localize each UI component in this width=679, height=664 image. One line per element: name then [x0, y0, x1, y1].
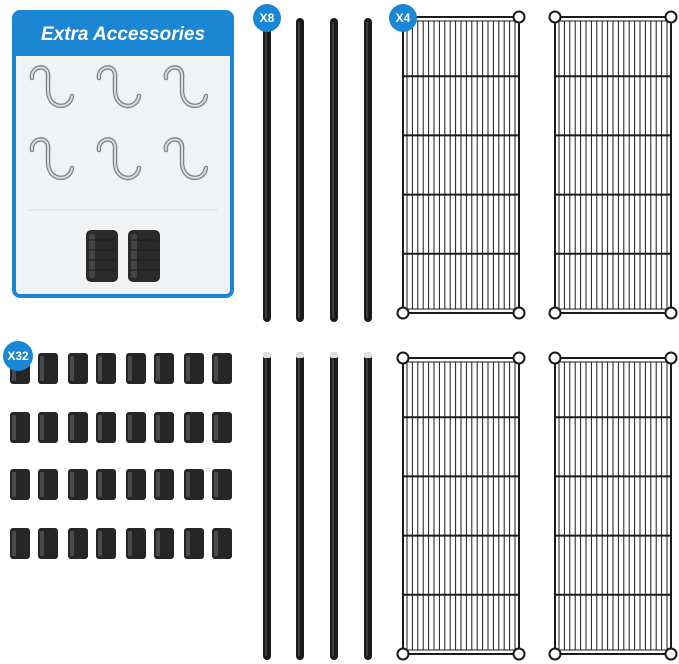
pole-icon [263, 18, 271, 322]
pole-icon [263, 352, 271, 660]
sleeve-clip-icon [96, 353, 116, 384]
s-hook-icon [29, 137, 75, 180]
pole-icon [296, 352, 304, 660]
sleeve-clip-icon [38, 528, 58, 559]
extra-accessories-title: Extra Accessories [16, 14, 230, 56]
sleeve-clip-icon [212, 528, 232, 559]
sleeve-clip-icon [10, 528, 30, 559]
pole-icon [330, 18, 338, 322]
sleeve-clip-icon [38, 469, 58, 500]
sleeve-clip-icon [96, 469, 116, 500]
shelves-count-badge: X4 [389, 4, 417, 32]
pole-icon [330, 352, 338, 660]
sleeve-clip-icon [126, 528, 146, 559]
sleeve-clip-icon [68, 412, 88, 443]
sleeve-clip-icon [10, 412, 30, 443]
poles-count-badge: X8 [253, 4, 281, 32]
sleeve-clip-icon [212, 469, 232, 500]
s-hook-icon [163, 65, 209, 108]
pole-icon [364, 18, 372, 322]
wire-shelf-icon [396, 10, 526, 320]
sleeve-clip-icon [184, 528, 204, 559]
sleeve-clip-icon [68, 469, 88, 500]
wire-shelf-icon [548, 351, 678, 661]
sleeve-clip-icon [68, 528, 88, 559]
sleeve-clip-icon [96, 528, 116, 559]
s-hook-icon [96, 137, 142, 180]
wire-shelf-icon [548, 10, 678, 320]
sleeve-clip-icon [126, 469, 146, 500]
sleeve-clip-icon [184, 353, 204, 384]
sleeve-clip-icon [154, 528, 174, 559]
s-hook-icon [96, 65, 142, 108]
sleeve-clip-icon [154, 353, 174, 384]
s-hook-icon [29, 65, 75, 108]
sleeve-clip-icon [96, 412, 116, 443]
sleeve-clip-icon [184, 469, 204, 500]
sleeve-clip-icon [184, 412, 204, 443]
sleeve-clip-icon [154, 412, 174, 443]
wire-shelf-icon [396, 351, 526, 661]
sleeve-clip-icon [38, 353, 58, 384]
sleeve-clip-icon [38, 412, 58, 443]
pole-icon [296, 18, 304, 322]
sleeve-clip-icon [212, 412, 232, 443]
sleeve-clip-icon [126, 353, 146, 384]
pole-icon [364, 352, 372, 660]
sleeve-clip-icon [154, 469, 174, 500]
clips-count-badge: X32 [3, 341, 33, 371]
sleeve-clip-icon [128, 230, 160, 282]
sleeve-clip-icon [10, 469, 30, 500]
sleeve-clip-icon [212, 353, 232, 384]
sleeve-clip-icon [86, 230, 118, 282]
sleeve-clip-icon [68, 353, 88, 384]
sleeve-clip-icon [126, 412, 146, 443]
s-hook-icon [163, 137, 209, 180]
